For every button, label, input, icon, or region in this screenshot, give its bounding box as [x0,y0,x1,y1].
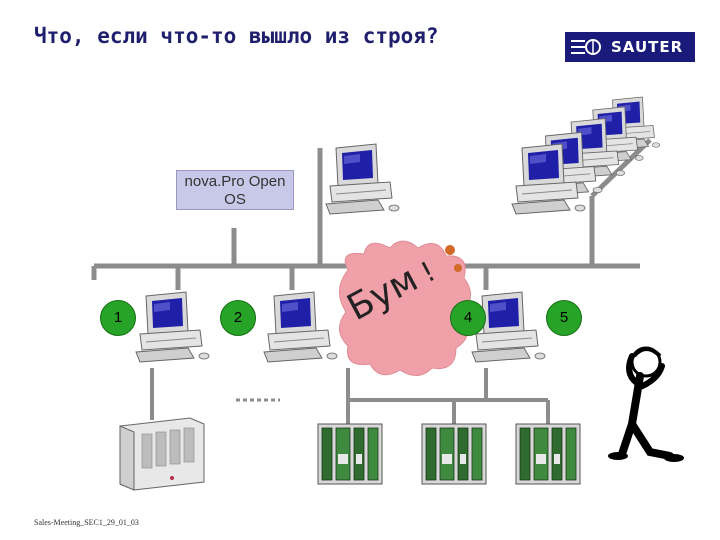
slide-title: Что, если что-то вышло из строя? [34,24,439,48]
station-badge-2: 2 [220,300,256,336]
logo-text: SAUTER [611,38,684,56]
controller-2 [421,423,487,485]
workstation-2 [263,291,338,363]
server-cabinet [119,417,205,491]
station-badge-4: 4 [450,300,486,336]
station-badge-5: 5 [546,300,582,336]
workstation-1 [135,291,210,363]
server-workstation [325,143,400,215]
server-label: nova.Pro Open OS [176,170,294,210]
sauter-logo-icon [571,39,601,55]
confused-person-figure [608,346,684,462]
controller-1 [317,423,383,485]
station-badge-1: 1 [100,300,136,336]
slide-footer: Sales-Meeting_SEC1_29_01_03 [34,518,139,527]
controller-3 [515,423,581,485]
sauter-logo: SAUTER [565,32,695,62]
